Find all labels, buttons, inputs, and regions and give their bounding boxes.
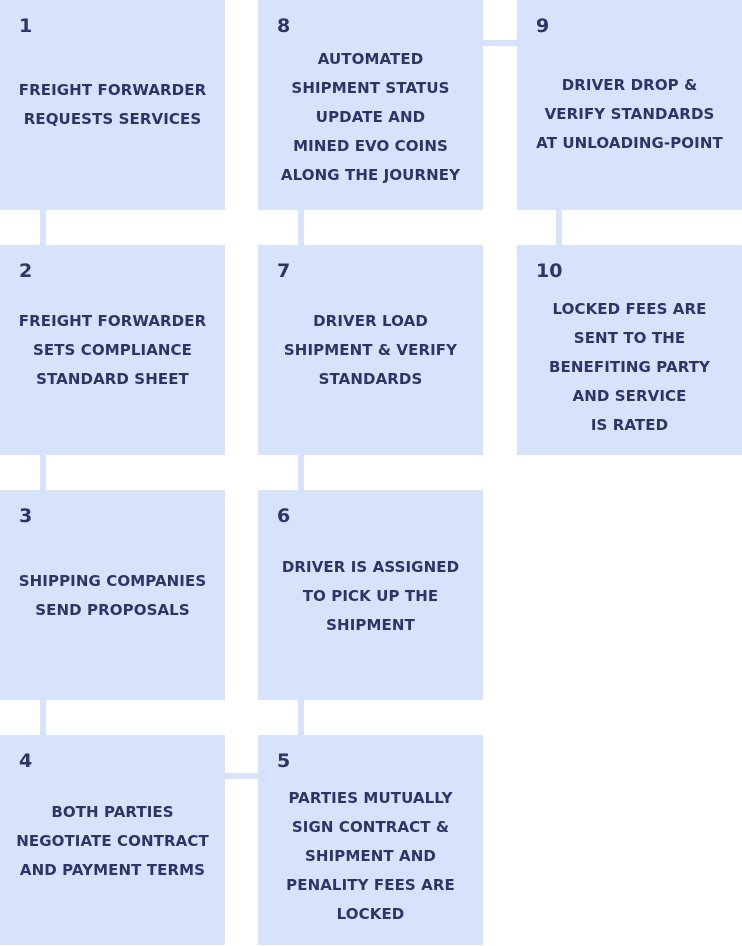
step-text: PARTIES MUTUALLY SIGN CONTRACT & SHIPMEN… [286, 789, 455, 923]
step-number: 4 [19, 750, 33, 772]
step-number: 8 [277, 15, 291, 37]
step-box-3: 3 SHIPPING COMPANIES SEND PROPOSALS [0, 490, 225, 700]
step-box-8: 8 AUTOMATED SHIPMENT STATUS UPDATE AND M… [258, 0, 483, 210]
connector-4-5 [225, 773, 258, 779]
step-number: 9 [536, 15, 550, 37]
connector-1-2 [40, 210, 46, 245]
step-text: DRIVER LOAD SHIPMENT & VERIFY STANDARDS [283, 312, 458, 388]
step-box-2: 2 FREIGHT FORWARDER SETS COMPLIANCE STAN… [0, 245, 225, 455]
step-text: AUTOMATED SHIPMENT STATUS UPDATE AND MIN… [280, 50, 461, 184]
step-number: 7 [277, 260, 291, 282]
step-box-10: 10 LOCKED FEES ARE SENT TO THE BENEFITIN… [517, 245, 742, 455]
step-number: 5 [277, 750, 291, 772]
step-box-1: 1 FREIGHT FORWARDER REQUESTS SERVICES [0, 0, 225, 210]
step-number: 6 [277, 505, 291, 527]
step-text: DRIVER DROP & VERIFY STANDARDS AT UNLOAD… [536, 76, 723, 152]
step-text: SHIPPING COMPANIES SEND PROPOSALS [18, 572, 207, 619]
connector-2-3 [40, 455, 46, 490]
step-number: 2 [19, 260, 33, 282]
step-number: 1 [19, 15, 33, 37]
step-text: BOTH PARTIES NEGOTIATE CONTRACT AND PAYM… [16, 803, 209, 879]
connector-9-10 [556, 210, 562, 245]
step-box-6: 6 DRIVER IS ASSIGNED TO PICK UP THE SHIP… [258, 490, 483, 700]
connector-6-7 [298, 455, 304, 490]
step-box-9: 9 DRIVER DROP & VERIFY STANDARDS AT UNLO… [517, 0, 742, 210]
step-box-5: 5 PARTIES MUTUALLY SIGN CONTRACT & SHIPM… [258, 735, 483, 945]
step-text: LOCKED FEES ARE SENT TO THE BENEFITING P… [548, 300, 710, 434]
connector-3-4 [40, 700, 46, 735]
step-box-4: 4 BOTH PARTIES NEGOTIATE CONTRACT AND PA… [0, 735, 225, 945]
step-text: FREIGHT FORWARDER REQUESTS SERVICES [18, 81, 207, 128]
step-number: 10 [536, 260, 563, 282]
connector-8-9 [483, 40, 517, 46]
step-box-7: 7 DRIVER LOAD SHIPMENT & VERIFY STANDARD… [258, 245, 483, 455]
step-text: DRIVER IS ASSIGNED TO PICK UP THE SHIPME… [281, 558, 460, 634]
connector-7-8 [298, 210, 304, 245]
step-number: 3 [19, 505, 33, 527]
connector-5-6 [298, 700, 304, 735]
step-text: FREIGHT FORWARDER SETS COMPLIANCE STANDA… [18, 312, 207, 388]
